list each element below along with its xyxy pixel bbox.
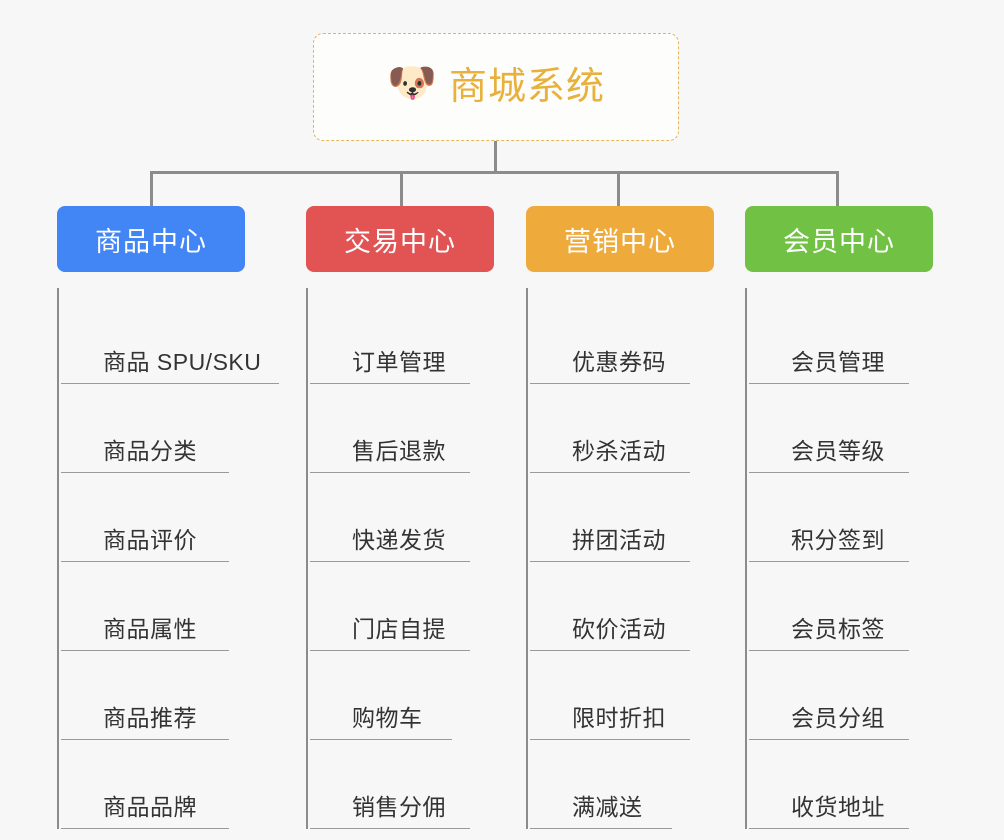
category-node-1[interactable]: 商品中心 bbox=[57, 206, 245, 272]
leaf-item[interactable]: 积分签到 bbox=[749, 473, 909, 562]
leaf-list-2: 订单管理 售后退款 快递发货 门店自提 购物车 销售分佣 bbox=[306, 288, 502, 829]
branch-column-2: 交易中心 订单管理 售后退款 快递发货 门店自提 购物车 销售分佣 bbox=[306, 206, 502, 829]
leaf-item[interactable]: 销售分佣 bbox=[310, 740, 470, 829]
dog-face-icon: 🐶 bbox=[386, 61, 437, 105]
connector-root-stem bbox=[494, 141, 497, 173]
leaf-item[interactable]: 商品属性 bbox=[61, 562, 229, 651]
leaf-item[interactable]: 售后退款 bbox=[310, 384, 470, 473]
leaf-item[interactable]: 满减送 bbox=[530, 740, 672, 829]
leaf-item[interactable]: 商品分类 bbox=[61, 384, 229, 473]
leaf-item[interactable]: 商品 SPU/SKU bbox=[61, 288, 279, 384]
category-node-2[interactable]: 交易中心 bbox=[306, 206, 494, 272]
leaf-item[interactable]: 商品品牌 bbox=[61, 740, 229, 829]
connector-horizontal-bus bbox=[150, 171, 839, 174]
leaf-item[interactable]: 会员标签 bbox=[749, 562, 909, 651]
leaf-item[interactable]: 限时折扣 bbox=[530, 651, 690, 740]
root-title: 商城系统 bbox=[448, 66, 605, 108]
leaf-item[interactable]: 商品评价 bbox=[61, 473, 229, 562]
leaf-item[interactable]: 砍价活动 bbox=[530, 562, 690, 651]
leaf-item[interactable]: 收货地址 bbox=[749, 740, 909, 829]
leaf-item[interactable]: 优惠券码 bbox=[530, 288, 690, 384]
leaf-list-4: 会员管理 会员等级 积分签到 会员标签 会员分组 收货地址 bbox=[745, 288, 941, 829]
category-node-4[interactable]: 会员中心 bbox=[745, 206, 933, 272]
leaf-item[interactable]: 会员管理 bbox=[749, 288, 909, 384]
leaf-list-1: 商品 SPU/SKU 商品分类 商品评价 商品属性 商品推荐 商品品牌 bbox=[57, 288, 289, 829]
leaf-item[interactable]: 商品推荐 bbox=[61, 651, 229, 740]
connector-drop-1 bbox=[150, 171, 153, 206]
connector-drop-2 bbox=[400, 171, 403, 206]
category-node-3[interactable]: 营销中心 bbox=[526, 206, 714, 272]
leaf-item[interactable]: 订单管理 bbox=[310, 288, 470, 384]
connector-drop-3 bbox=[617, 171, 620, 206]
leaf-item[interactable]: 会员分组 bbox=[749, 651, 909, 740]
connector-drop-4 bbox=[836, 171, 839, 206]
branch-column-1: 商品中心 商品 SPU/SKU 商品分类 商品评价 商品属性 商品推荐 商品品牌 bbox=[57, 206, 289, 829]
leaf-list-3: 优惠券码 秒杀活动 拼团活动 砍价活动 限时折扣 满减送 bbox=[526, 288, 722, 829]
leaf-item[interactable]: 购物车 bbox=[310, 651, 452, 740]
leaf-item[interactable]: 秒杀活动 bbox=[530, 384, 690, 473]
leaf-item[interactable]: 拼团活动 bbox=[530, 473, 690, 562]
root-node[interactable]: 🐶 商城系统 bbox=[313, 33, 679, 141]
branch-column-4: 会员中心 会员管理 会员等级 积分签到 会员标签 会员分组 收货地址 bbox=[745, 206, 941, 829]
leaf-item[interactable]: 会员等级 bbox=[749, 384, 909, 473]
leaf-item[interactable]: 快递发货 bbox=[310, 473, 470, 562]
branch-column-3: 营销中心 优惠券码 秒杀活动 拼团活动 砍价活动 限时折扣 满减送 bbox=[526, 206, 722, 829]
leaf-item[interactable]: 门店自提 bbox=[310, 562, 470, 651]
